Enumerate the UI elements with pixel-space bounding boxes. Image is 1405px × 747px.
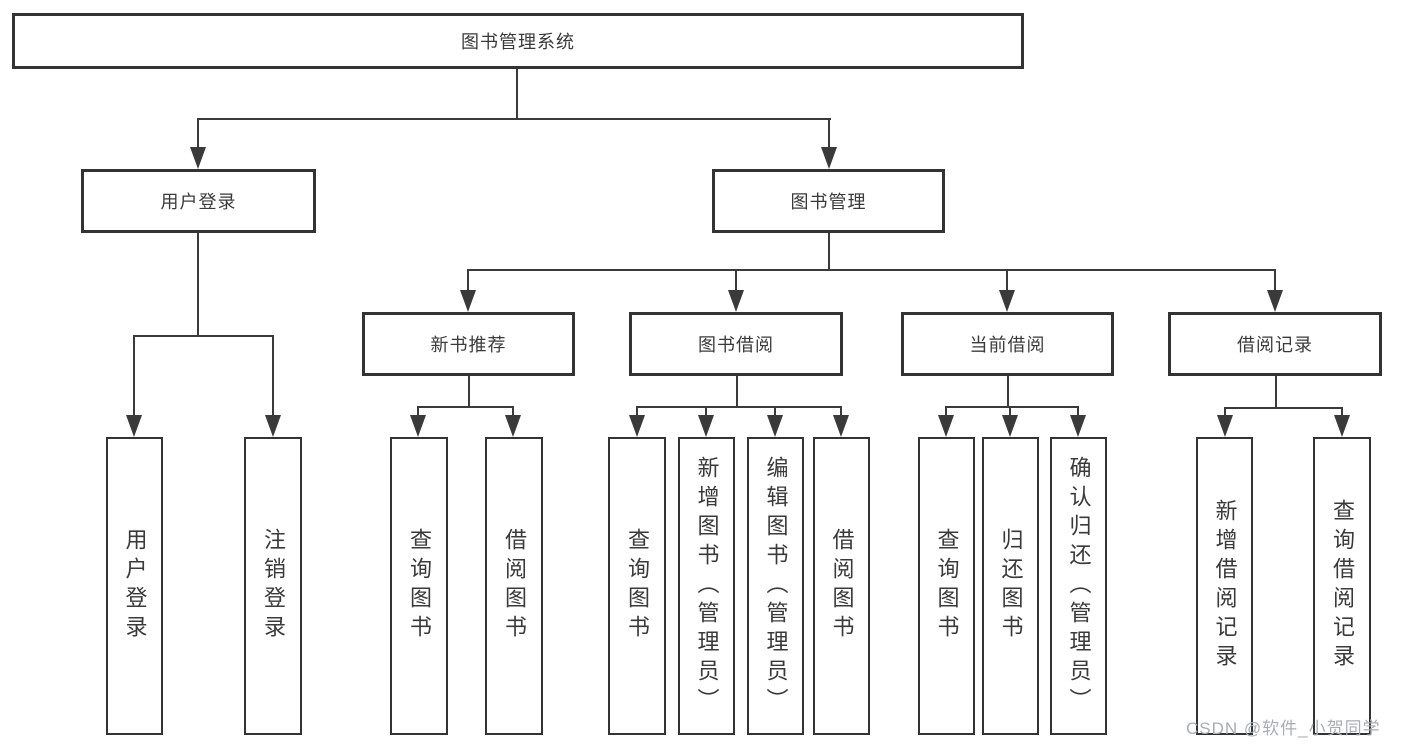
connector-drop-leaf	[272, 335, 274, 417]
node-borrowing-records: 借阅记录	[1168, 312, 1382, 376]
connector-drop-leaf	[133, 335, 135, 417]
arrow-down-icon	[190, 147, 206, 169]
connector-user-login-rail	[133, 335, 274, 337]
connector-level2-rail	[197, 118, 831, 120]
node-book-management-label: 图书管理	[790, 192, 867, 212]
node-root: 图书管理系统	[12, 13, 1024, 69]
arrow-down-icon	[1070, 415, 1086, 437]
leaf-borrow-query-books: 查询图书	[608, 437, 666, 735]
connector-drop-leaf	[705, 406, 707, 417]
connector-drop-level3	[1274, 269, 1276, 292]
node-current-borrowing: 当前借阅	[901, 312, 1114, 376]
connector-borrowing-stem	[736, 376, 738, 407]
leaf-edit-books-admin: 编辑图书（管理员）	[747, 437, 804, 735]
connector-drop-leaf	[1224, 407, 1226, 417]
leaf-return-books: 归还图书	[982, 437, 1039, 735]
leaf-logout-label: 注销登录	[261, 528, 286, 644]
node-root-label: 图书管理系统	[461, 32, 575, 52]
leaf-rec-query-books: 查询图书	[390, 437, 448, 735]
node-new-book-recommend: 新书推荐	[362, 312, 575, 376]
arrow-down-icon	[767, 415, 783, 437]
connector-records-stem	[1275, 376, 1277, 408]
arrow-down-icon	[999, 290, 1015, 312]
node-user-login-label: 用户登录	[160, 192, 237, 212]
arrow-down-icon	[698, 415, 714, 437]
leaf-edit-books-admin-label: 编辑图书（管理员）	[763, 455, 789, 717]
leaf-logout: 注销登录	[244, 437, 302, 735]
leaf-rec-borrow-books-label: 借阅图书	[502, 528, 527, 644]
leaf-user-login: 用户登录	[106, 437, 163, 735]
connector-drop-level3	[735, 269, 737, 292]
connector-current-rail	[945, 406, 1079, 408]
node-borrowing-records-label: 借阅记录	[1237, 335, 1313, 355]
leaf-user-login-label: 用户登录	[122, 528, 148, 644]
arrow-down-icon	[938, 415, 954, 437]
arrow-down-icon	[833, 415, 849, 437]
node-user-login: 用户登录	[81, 169, 316, 233]
arrow-down-icon	[821, 147, 837, 169]
arrow-down-icon	[1267, 290, 1283, 312]
connector-drop-leaf	[1077, 406, 1079, 417]
connector-drop-leaf	[417, 406, 419, 417]
connector-records-rail	[1224, 407, 1343, 409]
arrow-down-icon	[1002, 415, 1018, 437]
connector-drop-leaf	[1009, 406, 1011, 417]
leaf-current-query-books-label: 查询图书	[934, 528, 960, 644]
connector-drop-leaf	[774, 406, 776, 417]
arrow-down-icon	[1217, 415, 1233, 437]
connector-drop-leaf	[636, 406, 638, 417]
arrow-down-icon	[1334, 415, 1350, 437]
leaf-borrow-query-books-label: 查询图书	[625, 528, 650, 644]
arrow-down-icon	[728, 290, 744, 312]
connector-drop-leaf	[512, 406, 514, 417]
connector-borrowing-rail	[636, 406, 842, 408]
arrow-down-icon	[505, 415, 521, 437]
node-current-borrowing-label: 当前借阅	[969, 335, 1046, 355]
leaf-query-borrow-record: 查询借阅记录	[1313, 437, 1371, 735]
leaf-add-borrow-record: 新增借阅记录	[1196, 437, 1253, 735]
connector-drop-leaf	[840, 406, 842, 417]
connector-user-login-stem	[197, 233, 199, 337]
arrow-down-icon	[410, 415, 426, 437]
arrow-down-icon	[126, 415, 142, 437]
leaf-rec-query-books-label: 查询图书	[407, 528, 432, 644]
leaf-add-books-admin: 新增图书（管理员）	[678, 437, 735, 735]
leaf-query-borrow-record-label: 查询借阅记录	[1330, 499, 1355, 673]
node-book-borrowing-label: 图书借阅	[698, 335, 774, 355]
connector-recommend-rail	[417, 406, 514, 408]
connector-drop-level3	[467, 269, 469, 292]
leaf-add-books-admin-label: 新增图书（管理员）	[694, 455, 720, 717]
connector-drop-user-login	[197, 118, 199, 148]
connector-drop-leaf	[945, 406, 947, 417]
connector-drop-level3	[1006, 269, 1008, 292]
connector-root-stem	[516, 69, 518, 119]
leaf-confirm-return-admin: 确认归还（管理员）	[1050, 437, 1107, 735]
leaf-current-query-books: 查询图书	[918, 437, 975, 735]
leaf-borrow-books-label: 借阅图书	[829, 528, 855, 644]
leaf-confirm-return-admin-label: 确认归还（管理员）	[1066, 455, 1092, 717]
arrow-down-icon	[629, 415, 645, 437]
arrow-down-icon	[265, 415, 281, 437]
node-book-management: 图书管理	[712, 169, 945, 233]
leaf-borrow-books: 借阅图书	[813, 437, 870, 735]
leaf-rec-borrow-books: 借阅图书	[485, 437, 543, 735]
leaf-return-books-label: 归还图书	[998, 528, 1024, 644]
node-new-book-recommend-label: 新书推荐	[430, 335, 507, 355]
connector-current-stem	[1007, 376, 1009, 407]
connector-drop-leaf	[1341, 407, 1343, 417]
leaf-add-borrow-record-label: 新增借阅记录	[1212, 499, 1238, 673]
arrow-down-icon	[460, 290, 476, 312]
csdn-watermark: CSDN @软件_小贺同学	[1186, 719, 1381, 738]
connector-drop-book-management	[828, 118, 830, 148]
connector-recommend-stem	[468, 376, 470, 407]
node-book-borrowing: 图书借阅	[629, 312, 843, 376]
connector-book-management-stem	[828, 233, 830, 271]
connector-level3-rail	[467, 269, 1276, 271]
